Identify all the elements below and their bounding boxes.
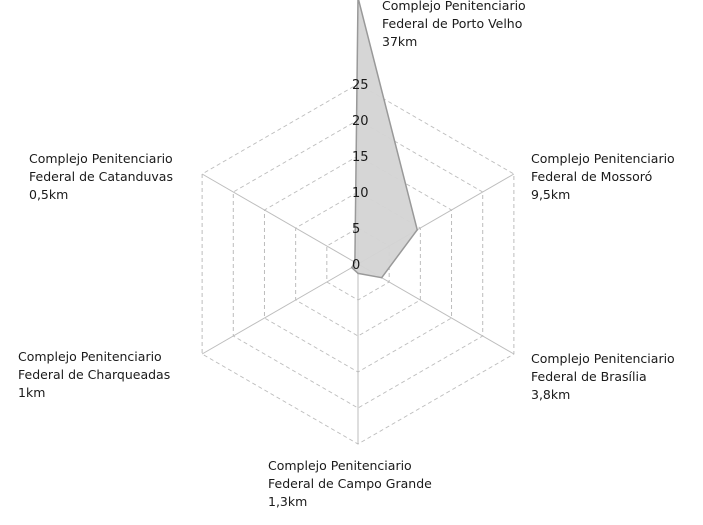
axis-label-charqueadas: Complejo Penitenciario Federal de Charqu…	[18, 348, 170, 402]
axis-label-line2: Federal de Charqueadas	[18, 367, 171, 382]
axis-label-brasilia: Complejo Penitenciario Federal de Brasíl…	[531, 350, 675, 404]
axis-label-line1: Complejo Penitenciario	[531, 151, 675, 166]
axis-label-line2: Federal de Mossoró	[531, 169, 653, 184]
tick-label: 15	[352, 150, 369, 165]
data-point	[357, 272, 359, 275]
axis-label-line1: Complejo Penitenciario	[268, 458, 412, 473]
axis-label-catanduvas: Complejo Penitenciario Federal de Catand…	[29, 150, 173, 204]
axis-label-line2: Federal de Catanduvas	[29, 169, 173, 184]
axis-spoke	[201, 263, 359, 355]
axis-label-porto-velho: Complejo Penitenciario Federal de Porto …	[382, 0, 526, 51]
axis-value-label: 3,8km	[531, 387, 571, 402]
axis-value-label: 37km	[382, 34, 418, 49]
axis-spoke	[201, 173, 359, 265]
tick-label: 5	[352, 222, 360, 237]
axis-label-line2: Federal de Brasília	[531, 369, 647, 384]
axis-label-line2: Federal de Campo Grande	[268, 476, 432, 491]
axis-value-label: 1km	[18, 385, 46, 400]
tick-label: 10	[352, 186, 369, 201]
data-point	[350, 266, 353, 269]
tick-label: 25	[352, 78, 369, 93]
data-point	[380, 276, 383, 279]
axis-label-line1: Complejo Penitenciario	[382, 0, 526, 13]
axis-value-label: 9,5km	[531, 187, 571, 202]
axis-label-line2: Federal de Porto Velho	[382, 16, 523, 31]
axis-label-line1: Complejo Penitenciario	[29, 151, 173, 166]
axis-label-campo-grande: Complejo Penitenciario Federal de Campo …	[268, 457, 432, 511]
data-point	[416, 229, 419, 231]
tick-label: 20	[352, 114, 369, 129]
radial-tick-labels: 0 5 10 15 20 25	[352, 78, 369, 273]
axis-label-mossoro: Complejo Penitenciario Federal de Mossor…	[531, 150, 675, 204]
data-point	[354, 261, 356, 264]
radar-series	[350, 0, 419, 279]
axis-label-line1: Complejo Penitenciario	[531, 351, 675, 366]
axis-spoke	[357, 263, 515, 355]
axis-label-line1: Complejo Penitenciario	[18, 349, 162, 364]
axis-value-label: 0,5km	[29, 187, 69, 202]
tick-label: 0	[352, 258, 360, 273]
axis-value-label: 1,3km	[268, 494, 308, 509]
